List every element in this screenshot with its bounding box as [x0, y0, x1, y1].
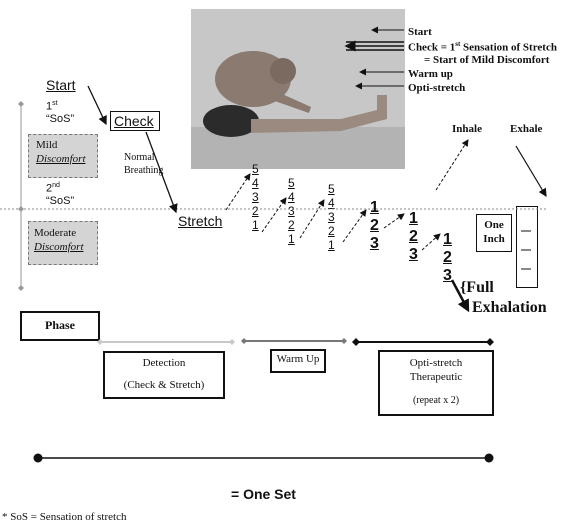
- opti-marker-start: [352, 338, 360, 346]
- opti-repeat: (repeat x 2): [412, 395, 460, 406]
- mild-label: Mild: [36, 139, 58, 151]
- legend-check-mild: = Start of Mild Discomfort: [424, 54, 550, 66]
- start-label: Start: [46, 77, 76, 93]
- mild-discomfort-label: Discomfort: [36, 153, 86, 165]
- one-set-dot-end: [484, 453, 494, 463]
- opti-line2: Therapeutic: [409, 371, 463, 383]
- exhale-label: Exhale: [510, 123, 543, 135]
- exhale-arrow: [515, 145, 547, 198]
- full-label: {Full: [460, 279, 494, 296]
- arrow-start-to-check: [87, 85, 107, 126]
- legend-warm-up: Warm up: [408, 68, 453, 80]
- detection-sub: (Check & Stretch): [123, 379, 205, 391]
- opti-stretch-box: [378, 350, 494, 416]
- check-box: [110, 111, 160, 131]
- arrow-dashed-6: [421, 233, 441, 251]
- first-label: 1st: [46, 100, 58, 113]
- check-label: Check: [114, 113, 154, 129]
- inch-label: Inch: [483, 233, 505, 245]
- one-inch-box: [476, 214, 512, 252]
- inhale-label: Inhale: [452, 123, 482, 135]
- detection-box: [103, 351, 225, 399]
- exhalation-label: Exhalation: [472, 299, 547, 316]
- mild-discomfort-box: [28, 134, 98, 178]
- full-exhalation-arrow: [450, 279, 470, 313]
- scale-diamond-bottom: [18, 285, 24, 291]
- arrow-dashed-1: [225, 173, 251, 211]
- normal-label: Normal: [124, 152, 155, 163]
- second-label: 2nd: [46, 182, 60, 195]
- detection-marker-end: [229, 339, 235, 345]
- legend-check: Check = 1st Sensation of Stretch: [408, 40, 557, 54]
- arrow-dashed-5: [383, 213, 405, 229]
- opti-line1: Opti-stretch: [409, 357, 463, 369]
- sos1-label: “SoS”: [46, 113, 75, 125]
- moderate-discomfort-box: [28, 221, 98, 265]
- moderate-discomfort-label: Discomfort: [34, 241, 84, 253]
- sos2-label: “SoS”: [46, 195, 75, 207]
- arrow-check-to-stretch: [145, 131, 178, 214]
- warmup-label: Warm Up: [276, 353, 320, 365]
- moderate-label: Moderate: [34, 227, 77, 239]
- inch-ruler: [516, 206, 538, 288]
- arrow-dashed-4: [342, 209, 367, 243]
- scale-diamond-mid: [18, 206, 24, 212]
- warmup-box: [270, 349, 326, 373]
- arrow-dashed-3: [299, 199, 325, 239]
- warmup-marker-end: [341, 338, 347, 344]
- legend-opti-stretch: Opti-stretch: [408, 82, 466, 94]
- one-set-dot-start: [33, 453, 43, 463]
- detection-marker-start: [97, 339, 103, 345]
- one-label: One: [484, 219, 504, 231]
- legend-start: Start: [408, 26, 432, 38]
- footnote: * SoS = Sensation of stretch: [2, 511, 127, 523]
- stretch-label: Stretch: [178, 213, 223, 229]
- seated-stretch-figure: [191, 9, 405, 169]
- phase-label: Phase: [45, 318, 75, 332]
- warmup-marker-start: [241, 338, 247, 344]
- arrow-dashed-2: [261, 197, 287, 233]
- scale-diamond-top: [18, 101, 24, 107]
- phase-box: [20, 311, 100, 341]
- one-set-label: = One Set: [231, 486, 296, 502]
- detection-title: Detection: [142, 357, 186, 369]
- stretch-photo: [191, 9, 405, 169]
- opti-marker-end: [486, 338, 494, 346]
- inhale-arrow: [435, 139, 469, 191]
- breathing-label: Breathing: [124, 165, 164, 176]
